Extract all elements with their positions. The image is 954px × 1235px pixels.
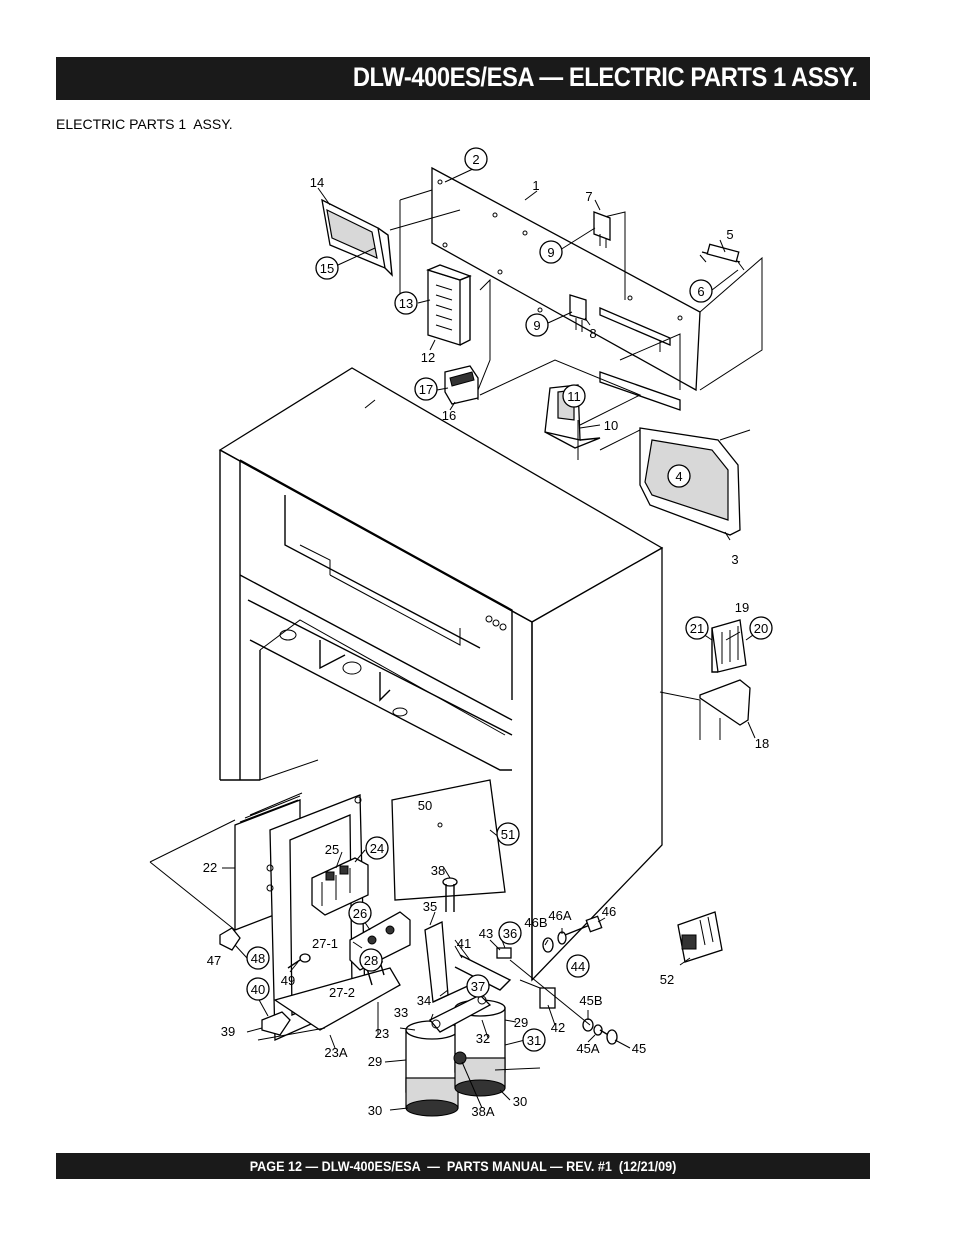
callout-43: 43	[479, 926, 493, 941]
callout-35: 35	[423, 899, 437, 914]
hardware-small-parts	[496, 915, 618, 1045]
part-50-panel	[391, 779, 506, 961]
callout-32: 32	[476, 1031, 490, 1046]
callout-29-left: 29	[368, 1054, 382, 1069]
callout-33: 33	[394, 1005, 408, 1020]
part-18-relay-bracket	[659, 619, 751, 740]
callout-13: 13	[399, 296, 413, 311]
part-16-relay	[444, 365, 479, 405]
callout-11: 11	[567, 389, 581, 404]
part-34-bracket	[424, 921, 512, 1003]
callout-41: 41	[457, 936, 471, 951]
callout-51: 51	[501, 827, 515, 842]
callout-39: 39	[221, 1024, 235, 1039]
callout-circles	[246, 147, 773, 1052]
callout-28: 28	[364, 953, 378, 968]
callout-44: 44	[571, 959, 585, 974]
callout-30-left: 30	[368, 1103, 382, 1118]
callout-42: 42	[551, 1020, 565, 1035]
callout-52: 52	[660, 972, 674, 987]
part-7-switch	[569, 211, 611, 332]
callout-27-1: 27-1	[312, 936, 338, 951]
callout-8: 8	[589, 326, 596, 341]
callout-1: 1	[532, 178, 539, 193]
callout-46a: 46A	[548, 908, 571, 923]
callout-16: 16	[442, 408, 456, 423]
callout-5: 5	[726, 227, 733, 242]
page-title: DLW-400ES/ESA — ELECTRIC PARTS 1 ASSY.	[353, 62, 858, 92]
callout-25: 25	[325, 842, 339, 857]
callout-50: 50	[418, 798, 432, 813]
footer-text: PAGE 12 — DLW-400ES/ESA — PARTS MANUAL —…	[249, 1158, 677, 1174]
part-39-clamp	[257, 1011, 326, 1041]
callout-45: 45	[632, 1041, 646, 1056]
callout-31: 31	[527, 1033, 541, 1048]
callout-45a: 45A	[576, 1041, 599, 1056]
callout-29-right: 29	[514, 1015, 528, 1030]
callout-2: 2	[472, 152, 479, 167]
callout-24: 24	[370, 841, 384, 856]
callout-21: 21	[690, 621, 704, 636]
part-23-mounting-plate	[266, 794, 401, 1041]
callout-17: 17	[419, 382, 433, 397]
callout-23a: 23A	[324, 1045, 347, 1060]
callout-46b: 46B	[524, 915, 547, 930]
part-5-resistor	[699, 243, 745, 271]
callout-38: 38	[431, 863, 445, 878]
part-52-connector	[677, 911, 723, 963]
callout-47: 47	[207, 953, 221, 968]
callout-48: 48	[251, 951, 265, 966]
callout-22: 22	[203, 860, 217, 875]
callout-40: 40	[251, 982, 265, 997]
callout-45b: 45B	[579, 993, 602, 1008]
top-panel-part-1	[364, 166, 763, 409]
callout-23: 23	[375, 1026, 389, 1041]
callout-9-upper: 9	[547, 245, 554, 260]
callout-18: 18	[755, 736, 769, 751]
callout-37: 37	[471, 979, 485, 994]
callout-14: 14	[310, 175, 324, 190]
part-29-capacitor-left	[405, 1020, 459, 1117]
callout-19: 19	[735, 600, 749, 615]
main-housing	[218, 367, 664, 982]
part-10-bracket	[479, 359, 642, 460]
callout-34: 34	[417, 993, 431, 1008]
part-12-terminal-block	[426, 264, 472, 346]
callout-12: 12	[421, 350, 435, 365]
callout-36: 36	[503, 926, 517, 941]
callout-10: 10	[604, 418, 618, 433]
callout-27-2: 27-2	[329, 985, 355, 1000]
callout-38a: 38A	[471, 1104, 494, 1119]
part-24-diode-module	[311, 857, 369, 916]
callout-4: 4	[675, 469, 682, 484]
callout-3: 3	[731, 552, 738, 567]
callout-30-right: 30	[513, 1094, 527, 1109]
callout-7: 7	[585, 189, 592, 204]
callout-9-lower: 9	[533, 318, 540, 333]
callout-20: 20	[754, 621, 768, 636]
part-49-screw	[287, 953, 311, 969]
title-bar: DLW-400ES/ESA — ELECTRIC PARTS 1 ASSY.	[56, 57, 870, 100]
callout-49: 49	[281, 973, 295, 988]
callout-26: 26	[353, 906, 367, 921]
callout-46: 46	[602, 904, 616, 919]
callout-15: 15	[320, 261, 334, 276]
callout-6: 6	[697, 284, 704, 299]
section-subtitle: ELECTRIC PARTS 1 ASSY.	[56, 116, 233, 132]
part-47-clamp	[219, 927, 241, 951]
footer-bar: PAGE 12 — DLW-400ES/ESA — PARTS MANUAL —…	[56, 1153, 870, 1179]
callout-labels: 2 1 14 15 13 12 17 16 7 9 9 8 5 6 11 10 …	[203, 152, 769, 1119]
